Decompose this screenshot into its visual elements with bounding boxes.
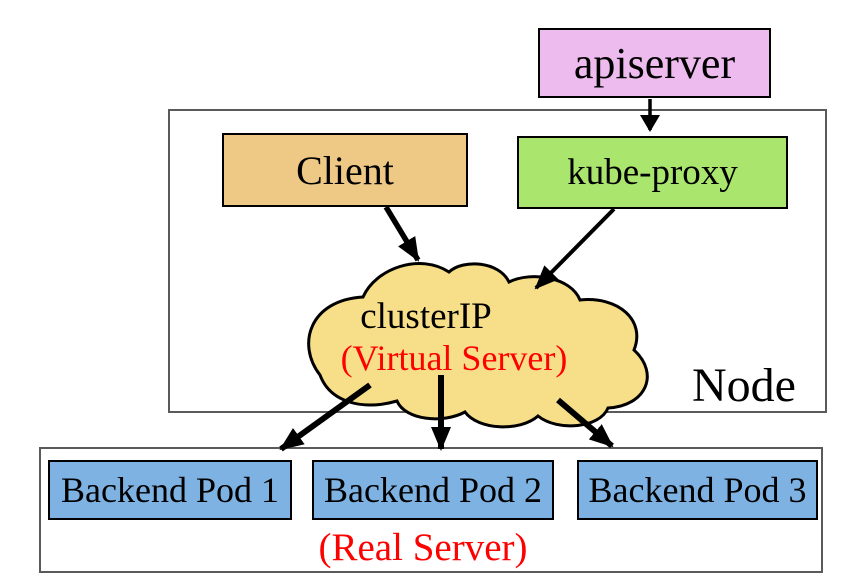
- backend-pod-1-box: Backend Pod 1: [48, 460, 292, 520]
- apiserver-label: apiserver: [573, 38, 736, 88]
- real-server-label: (Real Server): [318, 526, 528, 569]
- backend-pod-2-box: Backend Pod 2: [312, 460, 554, 520]
- arrow-cluster-ip-to-pod-1: [279, 382, 372, 452]
- node-label: Node: [692, 359, 796, 412]
- backend-pod-1-label: Backend Pod 1: [61, 470, 279, 510]
- arrow-kube-proxy-to-cluster-ip: [534, 207, 616, 290]
- client-box: Client: [222, 133, 468, 207]
- virtual-server-label: (Virtual Server): [340, 338, 568, 378]
- backend-pod-2-label: Backend Pod 2: [324, 470, 542, 510]
- kube-proxy-box: kube-proxy: [517, 136, 788, 209]
- cluster-ip-label: clusterIP: [360, 296, 492, 337]
- arrow-cluster-ip-to-pod-3: [556, 397, 614, 449]
- apiserver-box: apiserver: [538, 28, 771, 98]
- kube-proxy-label: kube-proxy: [567, 152, 738, 193]
- cluster-ip-cloud: [307, 262, 649, 429]
- arrow-client-to-cluster-ip: [383, 205, 421, 262]
- client-label: Client: [296, 147, 394, 193]
- backend-pod-3-box: Backend Pod 3: [577, 460, 818, 520]
- backend-pod-3-label: Backend Pod 3: [588, 470, 807, 510]
